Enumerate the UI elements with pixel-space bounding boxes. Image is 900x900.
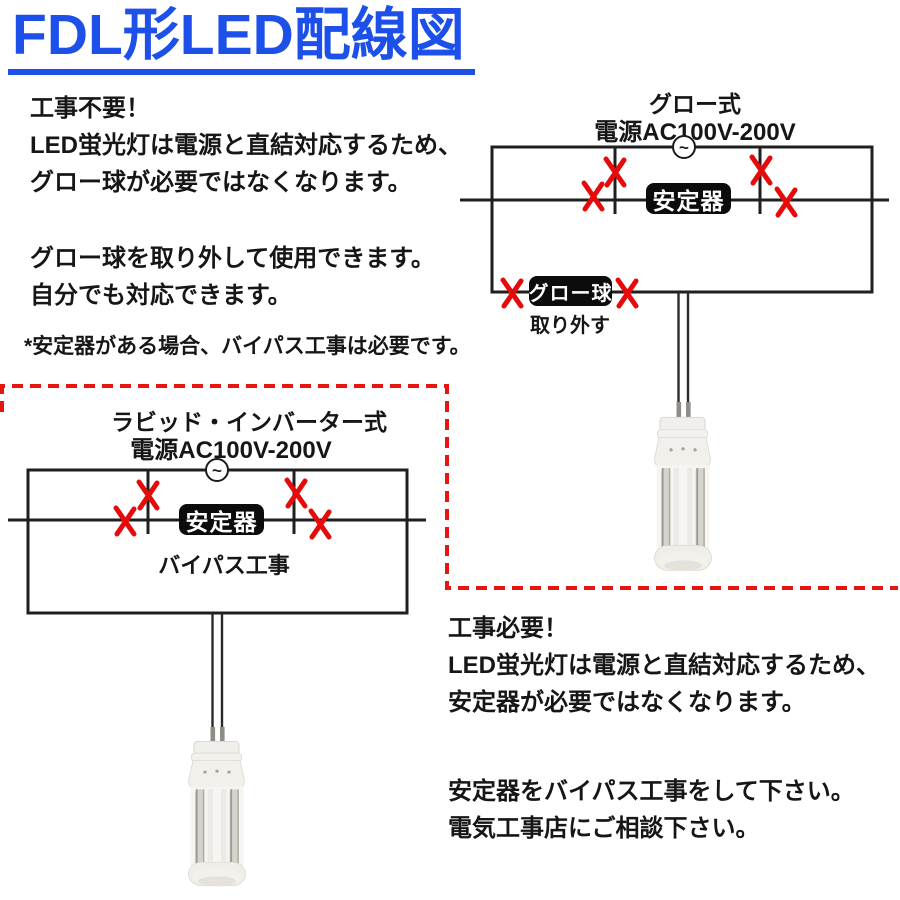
x-mark [615,277,639,309]
ac-source-symbol: ~ [672,135,696,159]
rapid-lamp-wires [211,613,224,735]
ballast-label: 安定器 [646,183,731,214]
construction-line: 安定器が必要ではなくなります。 [448,689,806,716]
rapid-circuit-outline [8,468,426,615]
remove-label: 取り外す [530,315,610,337]
bypass-advice-line: 安定器をバイパス工事をして下さい。 [448,778,855,805]
led-lamp-image [188,727,246,887]
bypass-advice-line: 電気工事店にご相談下さい。 [448,815,760,842]
x-mark [500,277,524,309]
glow-removal-text-block: グロー球を取り外して使用できます。 自分でも対応できます。 [30,240,435,314]
no-construction-heading: 工事不要！ [30,95,150,122]
separator-dashed-line [0,384,898,590]
glow-circuit-outline [460,145,889,294]
construction-heading: 工事必要！ [448,615,568,642]
x-mark [603,156,627,188]
ballast-label: 安定器 [179,504,264,535]
construction-text-block: 工事必要！ LED蛍光灯は電源と直結対応するため、 安定器が必要ではなくなります… [448,610,880,721]
no-construction-line: LED蛍光灯は電源と直結対応するため、 [30,132,462,159]
x-mark [774,186,798,218]
no-construction-text-block: 工事不要！ LED蛍光灯は電源と直結対応するため、 グロー球が必要ではなくなりま… [30,90,462,201]
x-mark [308,508,332,540]
led-lamp-image [654,402,712,572]
glow-removal-line: 自分でも対応できます。 [30,282,292,309]
glow-type-label: グロー式 [649,91,741,117]
x-mark [136,479,160,511]
bypass-label: バイパス工事 [158,553,290,578]
glow-bulb-label: グロー球 [529,276,612,306]
x-mark [113,505,137,537]
no-construction-line: グロー球が必要ではなくなります。 [30,169,412,196]
rapid-power-label: 電源AC100V-200V [130,437,332,464]
ballast-bypass-note: *安定器がある場合、バイパス工事は必要です。 [24,335,471,358]
x-mark [284,477,308,509]
rapid-type-label: ラビッド・インバーター式 [111,409,387,435]
construction-line: LED蛍光灯は電源と直結対応するため、 [448,652,880,679]
ac-source-symbol: ~ [205,458,229,482]
bypass-advice-text-block: 安定器をバイパス工事をして下さい。 電気工事店にご相談下さい。 [448,773,855,847]
glow-removal-line: グロー球を取り外して使用できます。 [30,245,435,272]
page-title: FDL形LED配線図 [8,2,475,76]
glow-lamp-wires [677,292,690,408]
x-mark [749,154,773,186]
x-marks [113,154,798,540]
x-mark [581,180,605,212]
